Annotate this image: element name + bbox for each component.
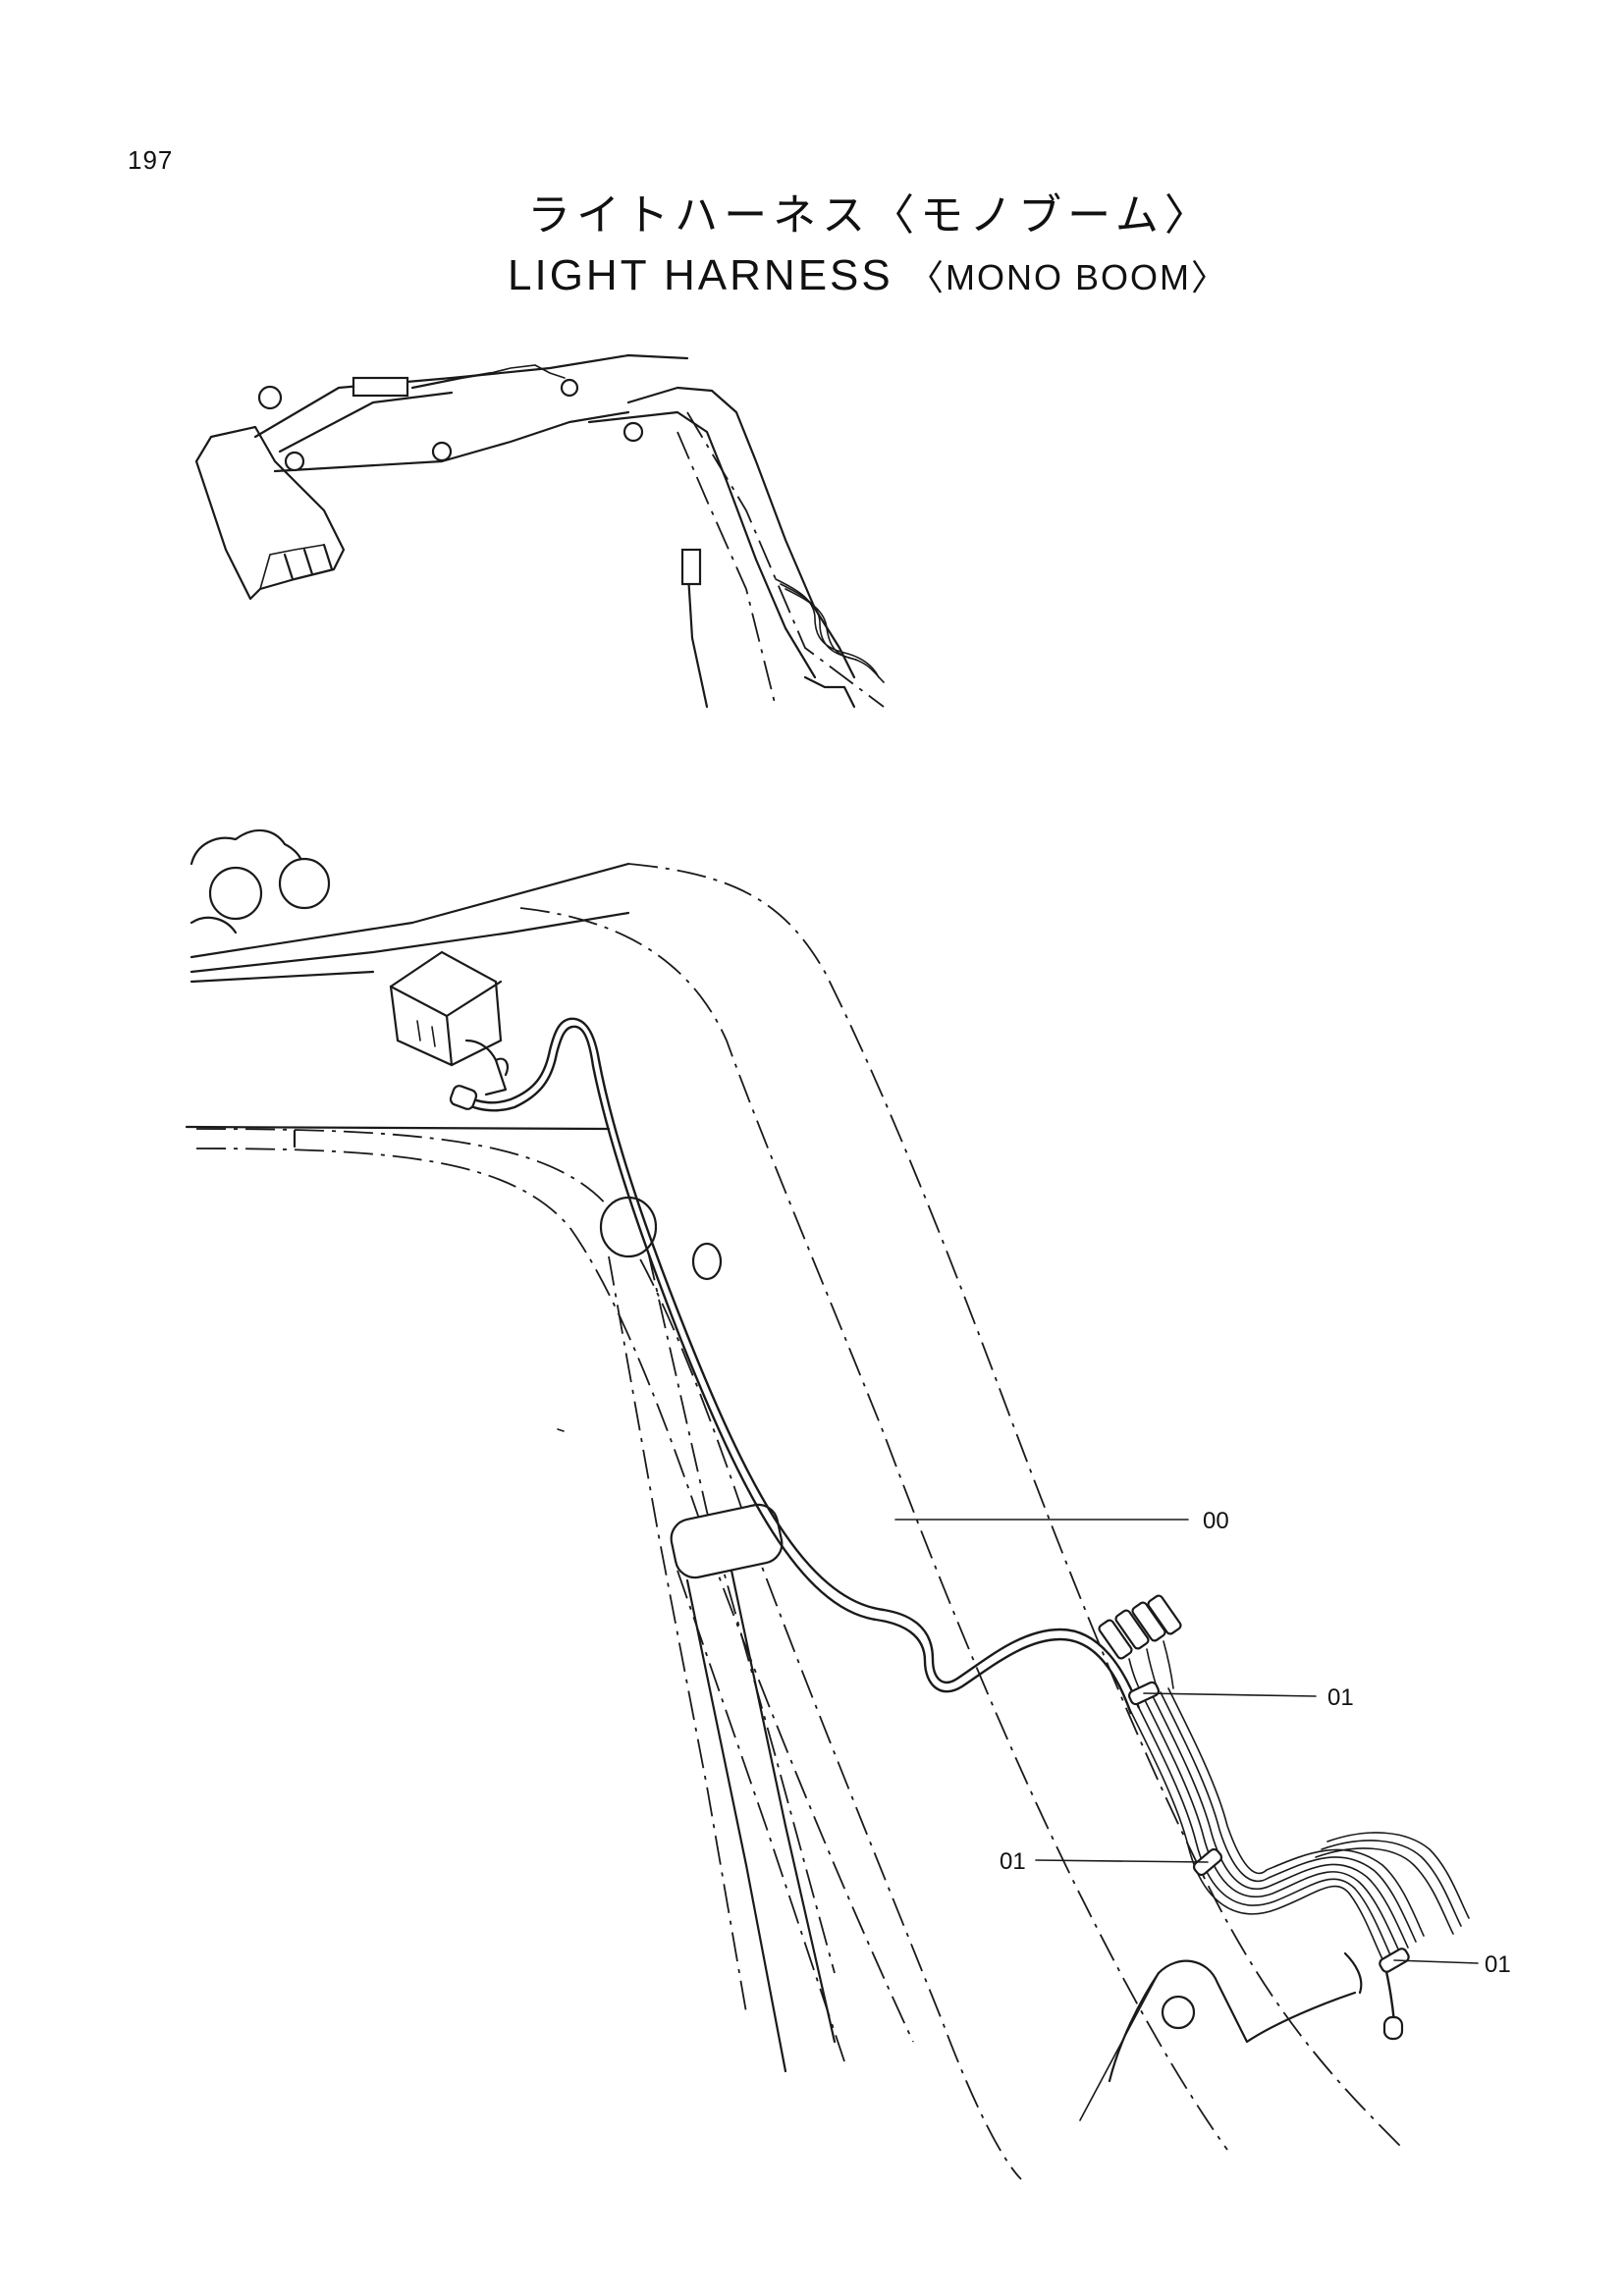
leader-line-01-lower: [1393, 1959, 1479, 1964]
boom-foot-bracket: [1157, 1959, 1357, 2044]
boom-outline-outer: [627, 863, 1405, 2151]
callout-01-upper: 01: [1327, 1684, 1354, 1711]
title-block: ライトハーネス〈モノブーム〉 LIGHT HARNESS 〈MONO BOOM〉: [0, 187, 1623, 308]
title-japanese: ライトハーネス〈モノブーム〉: [527, 190, 1214, 240]
leader-line-01-middle: [1035, 1859, 1209, 1863]
leader-line-01-upper: [1143, 1692, 1317, 1697]
callout-01-middle: 01: [1000, 1848, 1026, 1875]
title-english-main: LIGHT HARNESS: [508, 251, 893, 299]
boom-pin-hole: [691, 1242, 723, 1281]
bucket: [194, 425, 346, 601]
wire-bundle: [1128, 1687, 1470, 2041]
overview-excavator-arm: [194, 353, 885, 709]
boom-top-linkage: [189, 828, 630, 984]
harness-cable-00: [449, 1017, 1141, 1715]
callout-00: 00: [1203, 1508, 1229, 1534]
detail-boom-view: [185, 828, 1479, 2180]
callout-01-lower: 01: [1485, 1951, 1511, 1978]
overview-boom: [626, 386, 856, 679]
arm-link: [253, 353, 689, 439]
work-light: [389, 950, 510, 1096]
title-english-sub: 〈MONO BOOM〉: [907, 257, 1228, 297]
hydraulic-cylinder-collar: [670, 1503, 784, 1579]
page-number: 197: [128, 145, 174, 175]
title-english: LIGHT HARNESS 〈MONO BOOM〉: [113, 245, 1623, 308]
harness-connectors: [1098, 1594, 1182, 1699]
